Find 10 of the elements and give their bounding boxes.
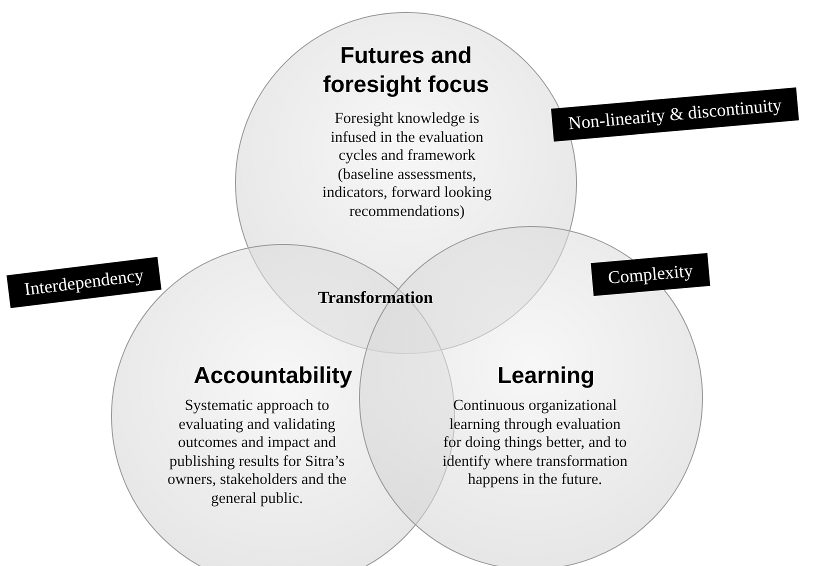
circle-description: Foresight knowledge is infused in the evaluation cycles and framework (baseline assessments, indicators, forward looking recommendations) [321, 110, 493, 221]
circle-heading: Learning [496, 361, 596, 390]
tag-label: Complexity [590, 252, 710, 296]
circle-description: Continuous organizational learning through evaluation for doing things better, and to identify where transformation happens in the future. [441, 397, 629, 490]
tag-label: Non-linearity & discontinuity [551, 87, 799, 142]
center-label: Transformation [318, 288, 433, 308]
circle-heading: Accountability [192, 361, 354, 390]
circle-description: Systematic approach to evaluating and validating outcomes and impact and publishing results for Sitra’s owners, stakeholders and the general public. [166, 397, 348, 508]
tag-label: Interdependency [6, 256, 162, 308]
circle-heading: Futures and foresight focus [322, 41, 490, 99]
